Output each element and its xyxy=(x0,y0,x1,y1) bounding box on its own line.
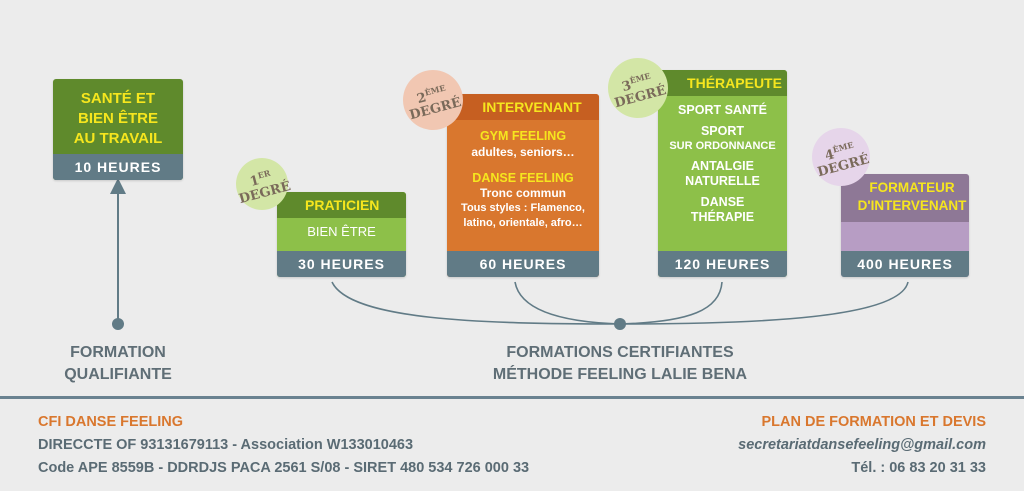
card-formateur-title: FORMATEUR D'INTERVENANT xyxy=(841,174,969,222)
danse-feeling-title: DANSE FEELING xyxy=(472,171,574,185)
card-therapeute-title: THÉRAPEUTE xyxy=(658,70,787,96)
card-praticien-title: PRATICIEN xyxy=(277,192,406,218)
therapeute-item-antalgie: ANTALGIE xyxy=(691,159,754,173)
card-sante-bien-etre: SANTÉ ET BIEN ÊTRE AU TRAVAIL 10 HEURES xyxy=(53,79,183,180)
therapeute-item-sport-sante: SPORT SANTÉ xyxy=(678,103,767,117)
footer: CFI DANSE FEELING DIRECCTE OF 9313167911… xyxy=(0,396,1024,491)
card-intervenant-title: INTERVENANT xyxy=(447,94,599,120)
danse-feeling-desc2: Tous styles : Flamenco, xyxy=(461,202,585,214)
footer-phone[interactable]: Tél. : 06 83 20 31 33 xyxy=(851,460,986,476)
footer-org-name: CFI DANSE FEELING xyxy=(38,414,184,430)
danse-feeling-desc3: latino, orientale, afro… xyxy=(463,217,583,229)
gym-feeling-title: GYM FEELING xyxy=(479,129,567,143)
footer-code-ape: Code APE 8559B - DDRDJS PACA 2561 S/08 -… xyxy=(38,460,530,476)
connector-lines xyxy=(110,178,909,330)
card-therapeute-hours: 120 HEURES xyxy=(658,251,787,277)
caption-formations-certifiantes: FORMATIONS CERTIFIANTES MÉTHODE FEELING … xyxy=(492,344,748,383)
card-formateur-hours: 400 HEURES xyxy=(841,251,969,277)
qualifiante-dot xyxy=(112,318,124,330)
curve-intervenant xyxy=(514,281,621,325)
card-praticien: PRATICIEN BIEN ÊTRE 30 HEURES xyxy=(277,192,406,277)
card-therapeute-body: SPORT SANTÉ SPORT SUR ORDONNANCE ANTALGI… xyxy=(658,102,787,225)
card-sante-hours: 10 HEURES xyxy=(53,154,183,180)
curve-therapeute xyxy=(619,281,723,325)
footer-left: CFI DANSE FEELING DIRECCTE OF 9313167911… xyxy=(38,411,529,480)
therapeute-item-danse: DANSE xyxy=(700,195,745,209)
card-therapeute: THÉRAPEUTE SPORT SANTÉ SPORT SUR ORDONNA… xyxy=(658,70,787,277)
footer-email[interactable]: secretariatdansefeeling@gmail.com xyxy=(738,437,986,453)
footer-right: PLAN DE FORMATION ET DEVIS secretariatda… xyxy=(738,411,986,480)
footer-direccte: DIRECCTE OF 93131679113 - Association W1… xyxy=(38,437,414,453)
card-intervenant: INTERVENANT GYM FEELING adultes, seniors… xyxy=(447,94,599,277)
curve-formateur xyxy=(619,281,909,325)
card-praticien-body: BIEN ÊTRE xyxy=(307,224,376,239)
gym-feeling-desc: adultes, seniors… xyxy=(471,145,575,159)
danse-feeling-desc1: Tronc commun xyxy=(479,186,566,200)
footer-plan-devis: PLAN DE FORMATION ET DEVIS xyxy=(761,414,987,430)
curve-praticien xyxy=(331,281,621,325)
card-formateur: FORMATEUR D'INTERVENANT 400 HEURES xyxy=(841,174,969,277)
card-intervenant-hours: 60 HEURES xyxy=(447,251,599,277)
therapeute-item-therapie: THÉRAPIE xyxy=(690,210,755,224)
certifiantes-dot xyxy=(614,318,626,330)
therapeute-item-naturelle: NATURELLE xyxy=(685,174,760,188)
card-intervenant-body: GYM FEELING adultes, seniors… DANSE FEEL… xyxy=(447,128,599,231)
therapeute-item-ordonnance: SUR ORDONNANCE xyxy=(669,140,776,152)
card-praticien-hours: 30 HEURES xyxy=(277,251,406,277)
card-sante-title: SANTÉ ET BIEN ÊTRE AU TRAVAIL xyxy=(73,90,163,147)
therapeute-item-sport: SPORT xyxy=(700,124,745,138)
caption-formation-qualifiante: FORMATION QUALIFIANTE xyxy=(64,344,172,383)
